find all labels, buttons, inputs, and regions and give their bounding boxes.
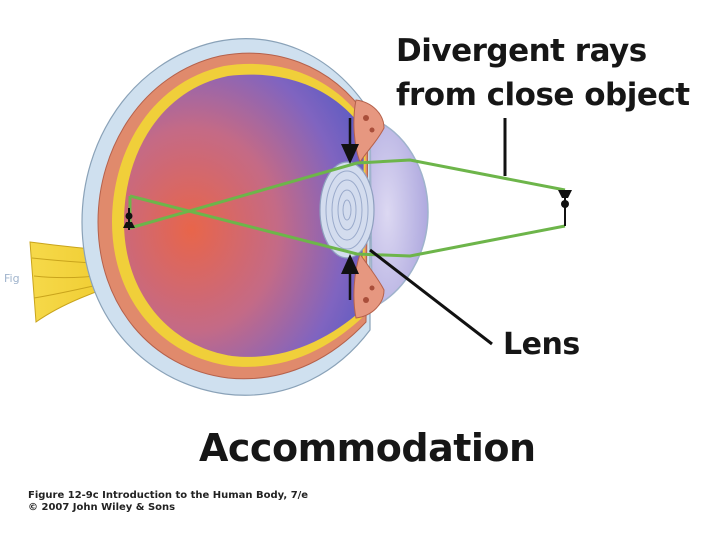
- ciliary-arrow-icon-lower: [341, 254, 359, 300]
- cornea: [369, 116, 429, 310]
- figure-caption-line-1: Figure 12-9c Introduction to the Human B…: [28, 490, 309, 501]
- vitreous-body: [124, 74, 364, 357]
- ciliary-arrow-icon-upper: [341, 118, 359, 164]
- ciliary-body-lower: [353, 252, 385, 319]
- ciliary-body-upper: [353, 99, 385, 164]
- lens: [319, 161, 375, 259]
- ray-caption-line-1: Divergent rays: [396, 33, 647, 69]
- diagram-title: Accommodation: [199, 426, 536, 470]
- ray-caption-line-2: from close object: [396, 77, 690, 113]
- lens-label: Lens: [503, 327, 580, 362]
- lens-callout-leader: [369, 248, 493, 346]
- faint-margin-text: Fig: [4, 272, 20, 285]
- object-icon: [558, 190, 572, 226]
- image-icon: [123, 208, 135, 230]
- figure-caption-line-2: © 2007 John Wiley & Sons: [28, 502, 176, 513]
